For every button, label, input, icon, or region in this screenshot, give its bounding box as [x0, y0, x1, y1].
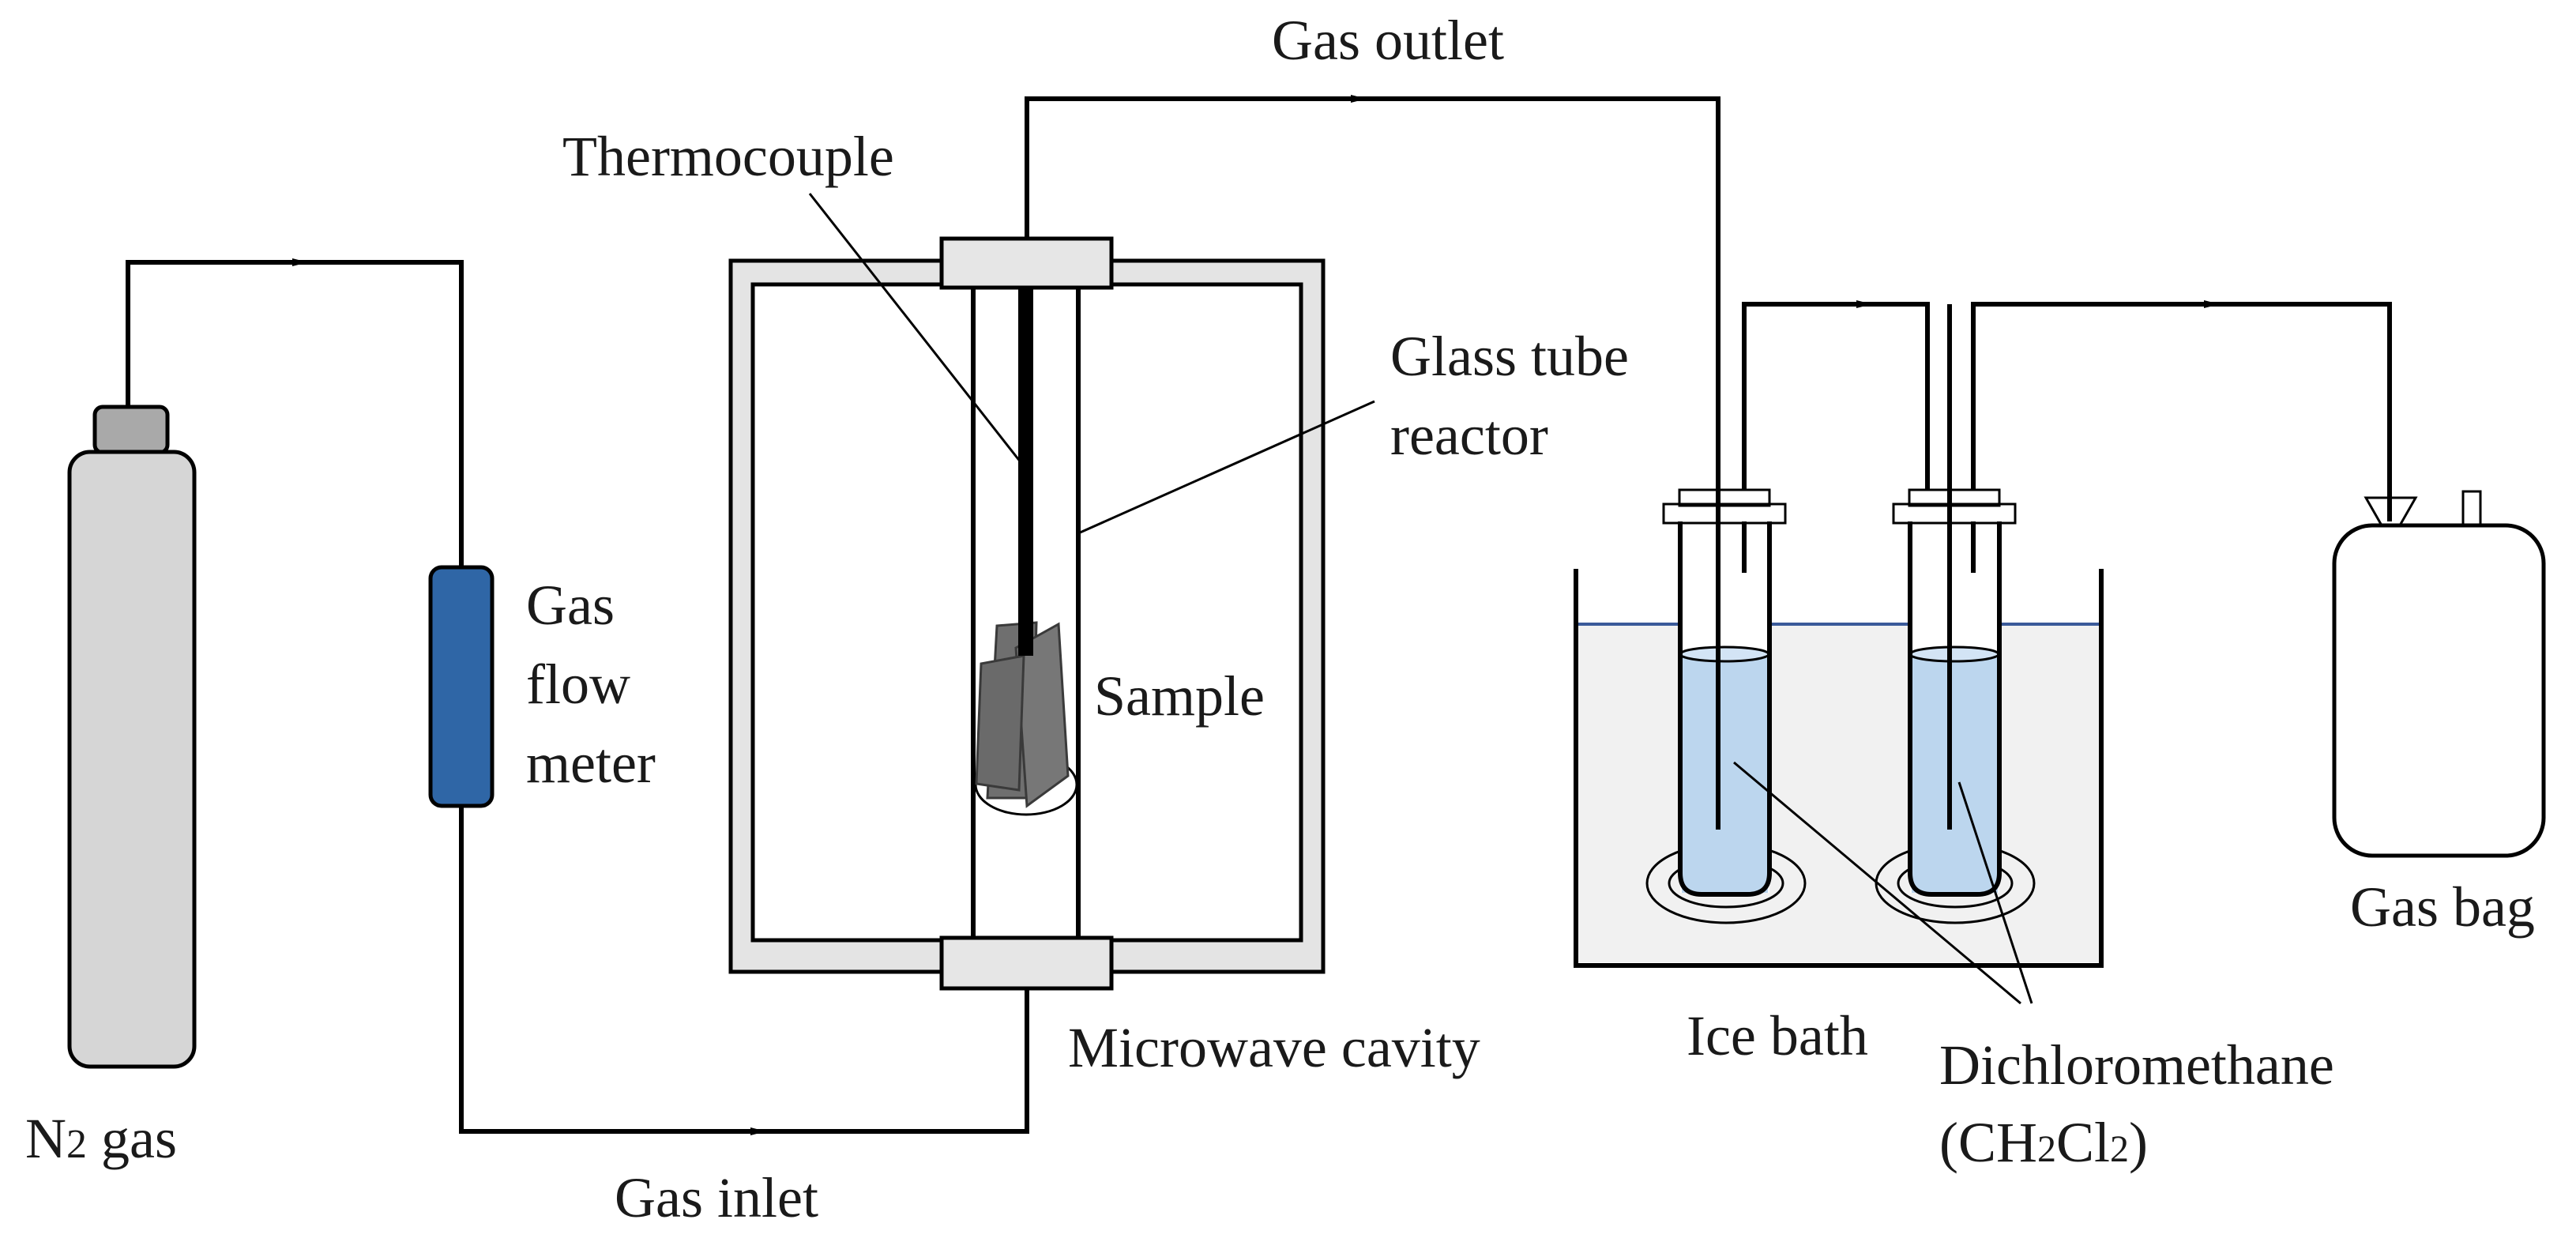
n2-gas-cylinder [67, 405, 197, 1069]
gas-bag-body [2332, 523, 2546, 858]
gas-bag-label: Gas bag [2350, 875, 2535, 939]
connector-impinger-2-to-gas-bag [1971, 300, 2392, 521]
gas-flow-meter-label: Gas flow meter [526, 574, 656, 795]
cylinder-body [67, 450, 197, 1069]
connector-impinger-1-to-2 [1742, 300, 1930, 490]
sample [975, 621, 1070, 808]
glass-tube-reactor-label: Glass tube reactor [1390, 325, 1643, 467]
impinger-1 [1645, 486, 1807, 924]
top-flange [939, 236, 1114, 290]
gas-inlet-label: Gas inlet [615, 1166, 818, 1229]
glass-tube-leader [1077, 400, 1375, 535]
dichloromethane-formula: (CH2Cl2) [1939, 1111, 2148, 1174]
gas-bag-port [2461, 490, 2482, 528]
gas-outlet-line [1025, 95, 1720, 486]
microwave-cavity-label: Microwave cavity [1068, 1016, 1480, 1079]
thermocouple [1018, 284, 1033, 656]
n2-gas-label: N2 gas [25, 1107, 177, 1170]
dichloromethane-label: Dichloromethane [1939, 1033, 2334, 1097]
dichloromethane-leaders [1733, 761, 2033, 1005]
thermocouple-leader [808, 193, 1025, 467]
gas-outlet-label: Gas outlet [1272, 9, 1504, 72]
ice-bath [1574, 569, 2104, 968]
gas-inlet-line [459, 806, 1029, 1135]
impinger-1-liquid [1682, 654, 1768, 893]
ice-bath-label: Ice bath [1687, 1004, 1868, 1067]
sample-label: Sample [1094, 664, 1265, 728]
bottom-flange [939, 935, 1114, 991]
gas-bag [2332, 490, 2546, 858]
cylinder-cap [92, 405, 170, 455]
impinger-2-stopper [1892, 502, 2017, 525]
impinger-2 [1875, 304, 2036, 924]
gas-line-to-flow-meter [126, 258, 464, 567]
impinger-1-stopper [1662, 502, 1787, 525]
gas-flow-meter [428, 565, 495, 808]
thermocouple-label: Thermocouple [562, 125, 894, 188]
